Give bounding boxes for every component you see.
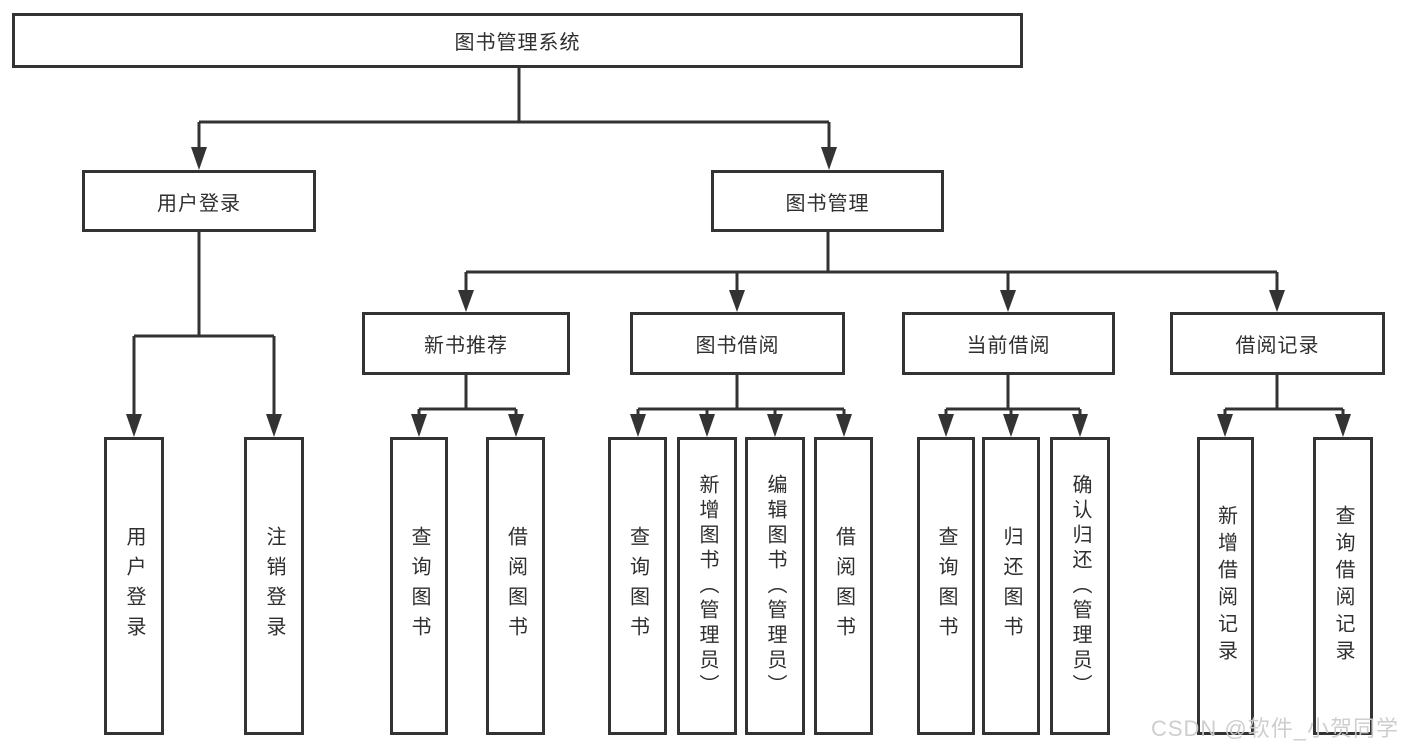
node-book-management-branch: 图书管理 [711,170,944,232]
node-label: 用户登录 [123,526,145,646]
leaf-query-books-1: 查询图书 [390,437,448,735]
leaf-edit-book-admin: 编辑图书（管理员） [745,437,805,735]
node-label: 归还图书 [1000,526,1022,646]
node-root-library-system: 图书管理系统 [12,13,1023,68]
node-user-login-branch: 用户登录 [82,170,316,232]
node-label: 借阅记录 [1235,335,1320,357]
node-label: 查询图书 [408,526,430,646]
node-book-borrow: 图书借阅 [630,312,845,375]
node-label: 编辑图书（管理员） [764,473,786,699]
node-borrow-records: 借阅记录 [1170,312,1385,375]
leaf-query-borrow-record: 查询借阅记录 [1313,437,1373,735]
node-label: 图书管理系统 [454,32,581,54]
leaf-borrow-books-2: 借阅图书 [814,437,873,735]
node-label: 新增借阅记录 [1214,505,1237,667]
leaf-logout: 注销登录 [244,437,304,735]
node-label: 新增图书（管理员） [696,473,718,699]
leaf-add-book-admin: 新增图书（管理员） [677,437,737,735]
node-label: 借阅图书 [504,526,527,646]
node-current-borrow: 当前借阅 [902,312,1115,375]
node-label: 借阅图书 [832,526,855,646]
leaf-user-login: 用户登录 [104,437,164,735]
node-label: 图书借阅 [695,335,780,357]
node-label: 查询借阅记录 [1332,505,1354,667]
arrowhead-icons [126,147,1351,437]
node-label: 查询图书 [935,526,957,646]
leaf-return-books: 归还图书 [982,437,1040,735]
node-new-book-recommend: 新书推荐 [362,312,570,375]
leaf-add-borrow-record: 新增借阅记录 [1197,437,1254,735]
node-label: 新书推荐 [424,335,508,357]
leaf-query-books-3: 查询图书 [917,437,975,735]
node-label: 当前借阅 [966,335,1051,357]
leaf-borrow-books-1: 借阅图书 [486,437,545,735]
node-label: 确认归还（管理员） [1069,473,1091,699]
node-label: 图书管理 [785,192,870,215]
leaf-query-books-2: 查询图书 [608,437,667,735]
node-label: 注销登录 [263,526,285,646]
node-label: 查询图书 [626,526,649,646]
node-label: 用户登录 [157,192,241,215]
leaf-confirm-return-admin: 确认归还（管理员） [1050,437,1110,735]
watermark-text: CSDN @软件_小贺同学 [1150,716,1399,741]
